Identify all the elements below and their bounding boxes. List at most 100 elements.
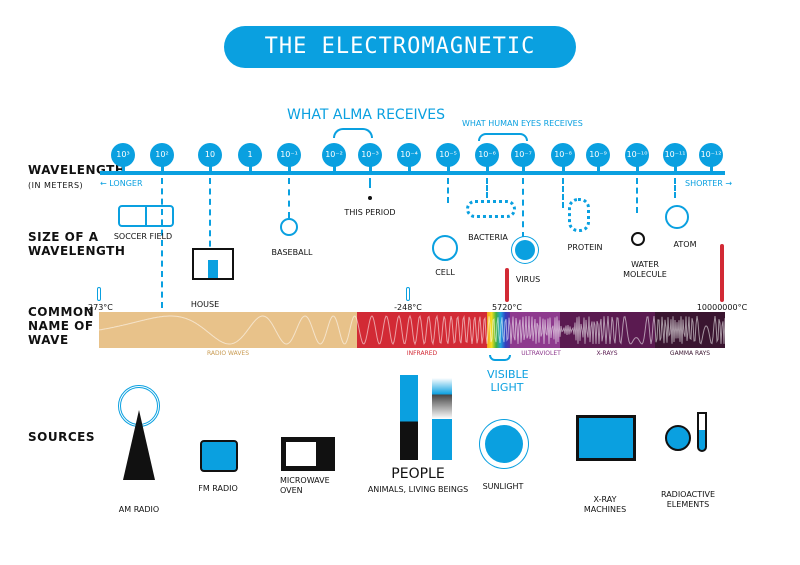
tick-stem [596, 165, 600, 173]
eyes-label: What human eyes receives [462, 119, 583, 128]
source-label: X-ray machines [583, 495, 627, 514]
source-label: Sunlight [482, 482, 524, 491]
wavelength-bubble: 10⁻⁹ [586, 143, 610, 167]
tick-stem [635, 165, 639, 173]
dashed-guide [562, 178, 564, 208]
wave-label-xray: X-rays [596, 350, 618, 357]
thermometer-icon [406, 287, 410, 301]
size-label: Bacteria [468, 233, 508, 242]
size-label: Atom [673, 240, 697, 249]
thermometer-icon [720, 244, 724, 302]
source-label: AM Radio [118, 505, 160, 514]
tick-stem [287, 165, 291, 173]
wave-label-infrared: Infrared [406, 350, 438, 357]
size-label: Water molecule [623, 260, 667, 279]
dashed-guide [447, 178, 449, 203]
wavelength-bubble: 10⁻² [322, 143, 346, 167]
tick-stem [248, 165, 252, 173]
wave-label-ultraviolet: Ultraviolet [521, 350, 561, 357]
dashed-guide [522, 178, 524, 238]
visible-brace [489, 355, 511, 361]
xray-machine-icon [576, 415, 636, 461]
wavelength-bubble: 1 [238, 143, 262, 167]
test-tube-icon [697, 412, 707, 452]
size-label: Protein [567, 243, 603, 252]
alma-label: What ALMA receives [287, 107, 445, 123]
tick-stem [561, 165, 565, 173]
row-label-wavelength: Wavelength(in meters) [28, 163, 125, 193]
protein-icon [568, 198, 590, 232]
microwave-oven-icon [281, 437, 335, 471]
cell-icon [432, 235, 458, 261]
wavelength-bubble: 10⁻⁸ [551, 143, 575, 167]
tick-stem [160, 165, 164, 173]
source-label-people: People [391, 466, 445, 482]
row-label-sources: Sources [28, 430, 95, 444]
dashed-guide [369, 178, 371, 188]
thermometer-icon [505, 268, 509, 302]
size-label: This period [344, 208, 396, 217]
dashed-guide [636, 178, 638, 213]
bacteria-icon [466, 200, 516, 218]
tick-stem [407, 165, 411, 173]
wavelength-bubble: 10⁻¹² [699, 143, 723, 167]
tick-stem [368, 165, 372, 173]
size-label: House [190, 300, 220, 309]
wavelength-bubble: 10² [150, 143, 174, 167]
wavelength-bubble: 10 [198, 143, 222, 167]
person-icon [400, 375, 418, 460]
alma-brace [333, 128, 373, 138]
eyes-brace [478, 133, 528, 141]
temperature-label: -273°C [85, 303, 113, 312]
dashed-guide [161, 178, 163, 308]
wavelength-bubble: 10⁻⁷ [511, 143, 535, 167]
size-label: Virus [515, 275, 541, 284]
shorter-text: Shorter [685, 179, 723, 188]
size-label: Soccer field [113, 232, 173, 241]
fm-radio-icon [200, 440, 238, 472]
wavelength-bubble: 10⁻⁶ [475, 143, 499, 167]
wavelength-bubble: 10⁻⁵ [436, 143, 460, 167]
dashed-guide [209, 178, 211, 278]
dashed-guide [674, 178, 676, 198]
tick-stem [673, 165, 677, 173]
size-label: Cell [435, 268, 455, 277]
source-label: Radioactive elements [660, 490, 716, 509]
band-radio [99, 312, 357, 348]
wave-label-radio: Radio waves [206, 350, 250, 357]
arrow-right-icon: → [722, 179, 733, 188]
soccer-field-icon [118, 205, 174, 227]
source-label: FM Radio [198, 484, 238, 493]
temperature-label: -248°C [394, 303, 422, 312]
tick-stem [446, 165, 450, 173]
longer-label: ← Longer [100, 179, 143, 188]
wavelength-bubble: 10⁻⁴ [397, 143, 421, 167]
visible-light-label: Visible light [487, 368, 529, 394]
soccer-field-centre-line [145, 207, 147, 225]
house-door [208, 260, 218, 278]
microwave-window [286, 442, 316, 466]
shorter-label: Shorter → [685, 179, 732, 188]
wavelength-unit-label: (in meters) [28, 181, 84, 190]
sun-icon [485, 425, 523, 463]
virus-icon [515, 240, 535, 260]
dashed-guide [486, 178, 488, 198]
wave-path [99, 314, 725, 346]
wavelength-bubble: 10⁻¹¹ [663, 143, 687, 167]
size-label: Baseball [271, 248, 313, 257]
temperature-label: 5720°C [492, 303, 522, 312]
tick-stem [121, 165, 125, 173]
longer-text: Longer [109, 179, 143, 188]
arrow-left-icon: ← [100, 179, 110, 188]
water-molecule-icon [631, 232, 645, 246]
tick-stem [485, 165, 489, 173]
page-title: The Electromagnetic Spectrum [224, 26, 576, 101]
temperature-label: 10000000°C [696, 303, 748, 312]
source-label: Microwave oven [280, 476, 330, 495]
tick-stem [208, 165, 212, 173]
atom-icon [665, 205, 689, 229]
source-label-animals: Animals, living beings [367, 485, 469, 494]
tick-stem [521, 165, 525, 173]
radio-tower-icon [123, 410, 155, 480]
baseball-icon [280, 218, 298, 236]
